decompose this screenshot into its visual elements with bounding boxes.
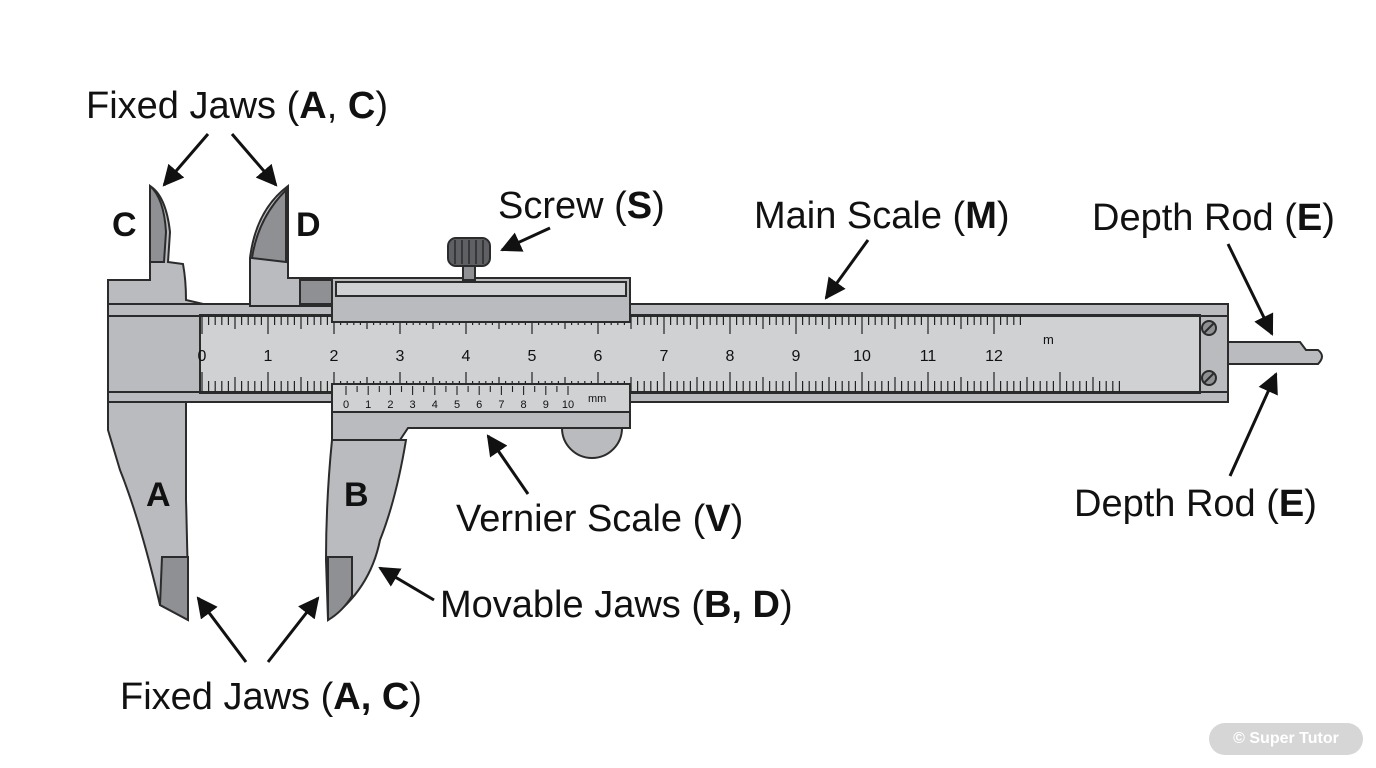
vernier-number: 5	[454, 399, 460, 411]
sliding-jaw	[249, 183, 631, 622]
label-screw: Screw (S)	[498, 185, 665, 227]
label-depth-rod-top: Depth Rod (E)	[1092, 197, 1335, 239]
movable-jaw-b-tip	[327, 556, 353, 622]
label-fixed-jaws-bottom: Fixed Jaws (A, C)	[120, 676, 422, 718]
main-scale-number: 12	[985, 348, 1003, 365]
depth-rod	[1227, 341, 1323, 365]
vernier-number: 8	[521, 399, 527, 411]
main-scale-number: 1	[264, 348, 273, 365]
locking-screw	[447, 237, 491, 281]
arrow-main-scale	[824, 239, 870, 300]
vernier-unit: mm	[588, 393, 606, 405]
vernier-plate	[331, 383, 631, 413]
arrow-movable-jaw-d-top	[230, 133, 278, 187]
arrow-movable-jaws	[378, 566, 435, 602]
arrow-fixed-jaw-a	[196, 596, 248, 663]
vernier-number: 7	[498, 399, 504, 411]
callout-arrows	[162, 133, 1278, 663]
arrow-screw	[500, 226, 551, 252]
label-depth-rod-bottom: Depth Rod (E)	[1074, 483, 1317, 525]
jaw-letter-b: B	[344, 476, 369, 514]
main-scale-number: 10	[853, 348, 871, 365]
jaw-d-shadow	[299, 279, 333, 305]
beam-end-screws	[1201, 320, 1217, 386]
carriage-top-face	[335, 281, 627, 297]
vernier-number: 3	[410, 399, 416, 411]
main-scale-number: 0	[198, 348, 207, 365]
vernier-number: 1	[365, 399, 371, 411]
vernier-scale-numbers: 0 1 2 3 4 5 6 7 8 9 10	[343, 399, 574, 411]
vernier-number: 9	[543, 399, 549, 411]
jaw-letter-c: C	[112, 206, 137, 244]
main-scale-number: 8	[726, 348, 735, 365]
vernier-number: 0	[343, 399, 349, 411]
jaw-letter-d: D	[296, 206, 321, 244]
main-scale-number: 2	[330, 348, 339, 365]
arrow-depth-rod-top	[1226, 243, 1274, 336]
label-vernier-scale: Vernier Scale (V)	[456, 498, 743, 540]
main-scale-unit: m	[1043, 332, 1054, 347]
arrow-fixed-jaw-c	[162, 133, 210, 187]
movable-jaw-d-face	[250, 187, 287, 264]
arrow-vernier-scale	[486, 434, 530, 495]
main-scale-number: 7	[660, 348, 669, 365]
label-main-scale: Main Scale (M)	[754, 195, 1010, 237]
vernier-number: 10	[562, 399, 574, 411]
watermark-badge: © Super Tutor	[1209, 723, 1363, 755]
main-scale-number: 6	[594, 348, 603, 365]
vernier-number: 2	[387, 399, 393, 411]
arrow-movable-jaw-b	[266, 596, 320, 663]
fixed-frame	[107, 183, 213, 622]
vernier-scale-ticks	[345, 386, 569, 395]
main-scale-number: 3	[396, 348, 405, 365]
main-scale-number: 9	[792, 348, 801, 365]
fixed-jaw-c-face	[149, 183, 168, 263]
jaw-letter-a: A	[146, 476, 171, 514]
arrow-depth-rod-bottom	[1228, 372, 1278, 477]
main-scale-number: 5	[528, 348, 537, 365]
label-fixed-jaws-top: Fixed Jaws (A, C)	[86, 85, 388, 127]
label-movable-jaws: Movable Jaws (B, D)	[440, 584, 793, 626]
vernier-number: 4	[432, 399, 438, 411]
thumb-wheel	[560, 427, 624, 459]
vernier-number: 6	[476, 399, 482, 411]
main-scale-strip	[199, 314, 1201, 394]
main-scale-number: 4	[462, 348, 471, 365]
fixed-jaw-a-tip	[158, 556, 189, 622]
main-scale-number: 11	[920, 348, 937, 365]
